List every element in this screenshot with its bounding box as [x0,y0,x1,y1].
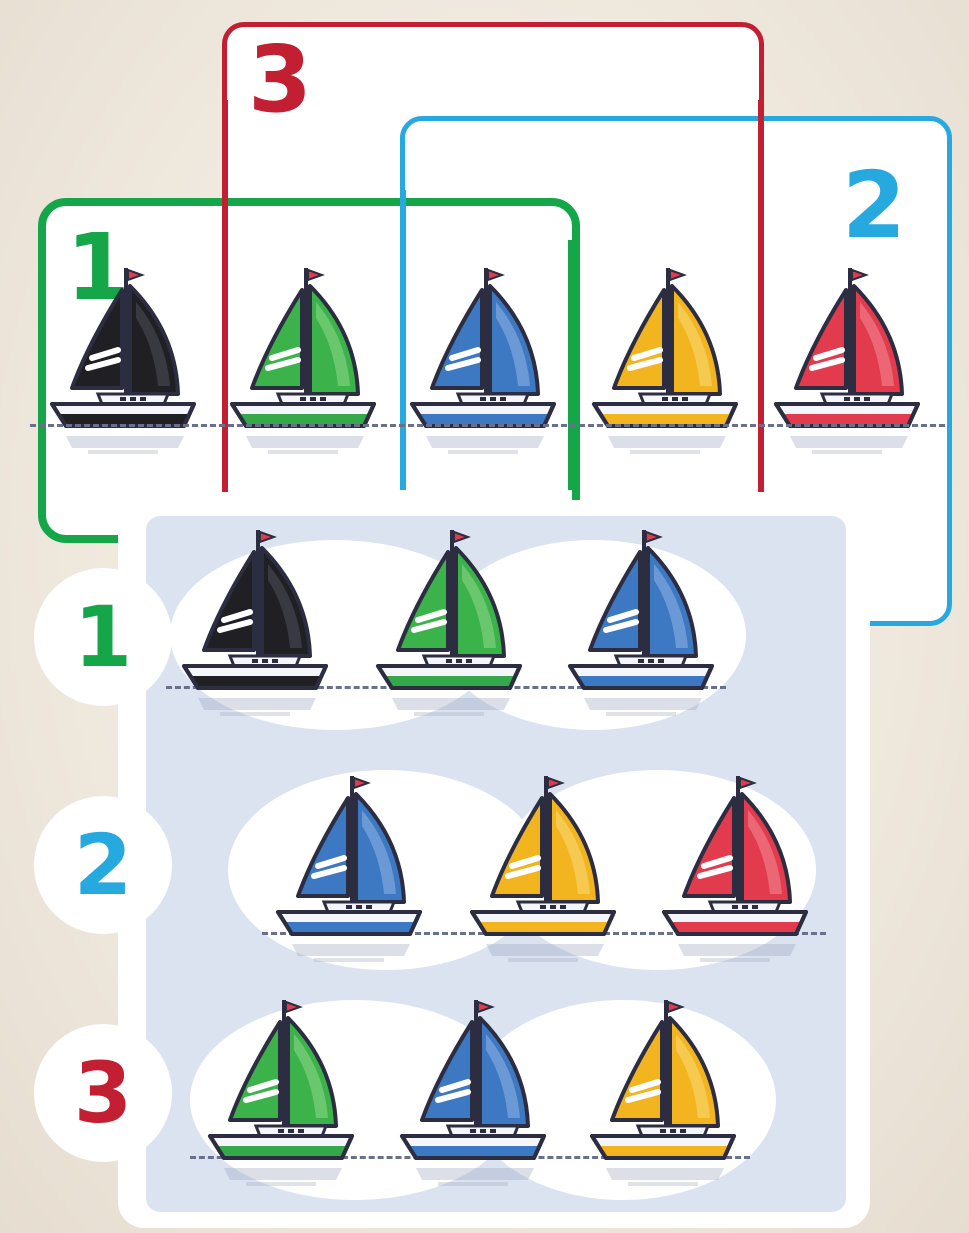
row3-boat-yellow [588,994,738,1198]
row3-label: 3 [74,1051,132,1135]
bracket-2-label: 2 [842,160,906,252]
row3-boat-green [206,994,356,1198]
bracket-3-label: 3 [248,34,312,126]
row2-boat-yellow [468,770,618,974]
bracket-3-right-line [758,100,764,492]
bracket-2-left-line [400,190,406,490]
row1-label: 1 [74,595,132,679]
row2-badge: 2 [34,796,172,934]
top-boat-black [48,262,198,466]
top-boat-green [228,262,378,466]
row2-label: 2 [74,823,132,907]
row2-boat-red [660,770,810,974]
row2-boat-blue [274,770,424,974]
top-boat-yellow [590,262,740,466]
row3-badge: 3 [34,1024,172,1162]
row1-boat-green [374,524,524,728]
row1-badge: 1 [34,568,172,706]
top-boat-blue [408,262,558,466]
top-waterline [30,424,945,427]
row1-boat-blue [566,524,716,728]
bracket-1-right-line [568,240,576,490]
top-boat-red [772,262,922,466]
row1-boat-black [180,524,330,728]
row3-boat-blue [398,994,548,1198]
